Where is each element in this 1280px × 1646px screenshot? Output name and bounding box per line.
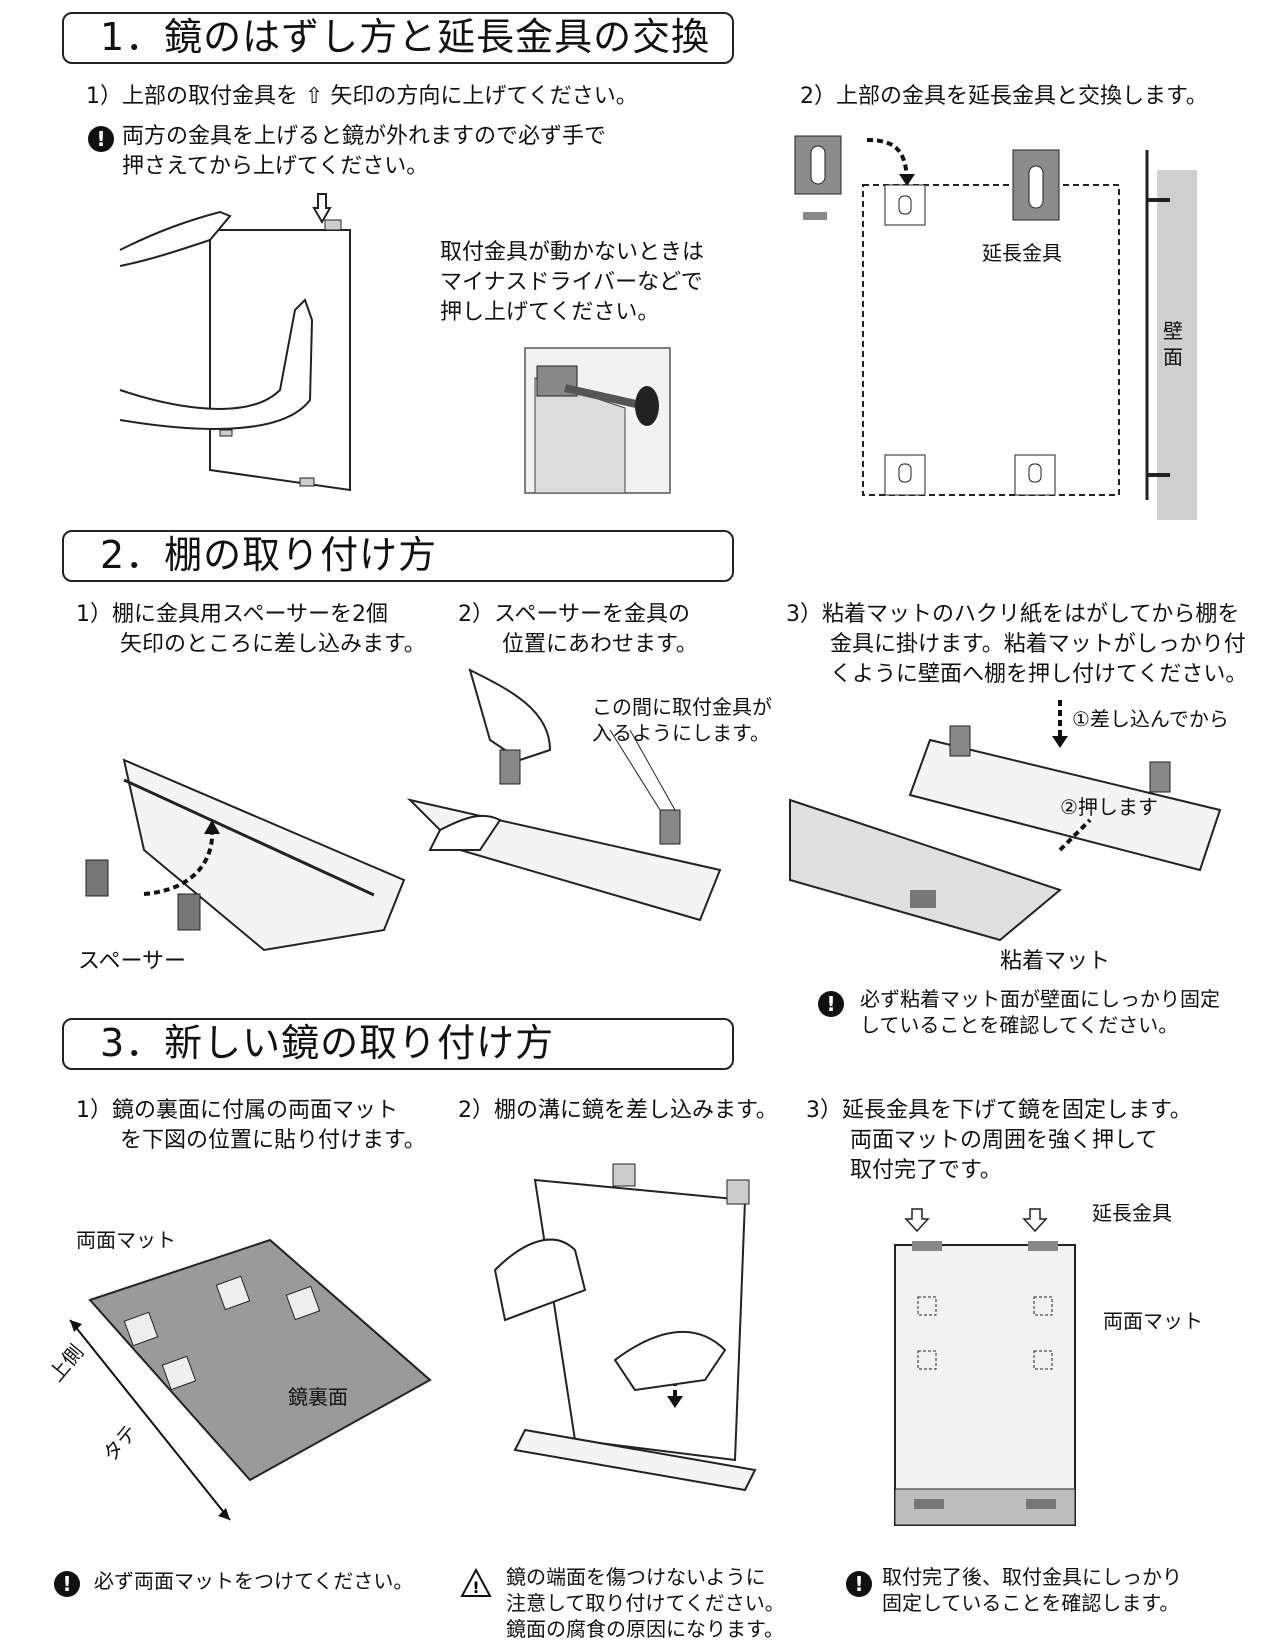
exclamation-circle-icon: !	[846, 1571, 872, 1597]
spacer-label: スペーサー	[78, 949, 187, 974]
adhesive-mat-label: 粘着マット	[1000, 949, 1111, 974]
section1-title: 1．鏡のはずし方と延長金具の交換	[62, 12, 734, 64]
section2-step1: 1）棚に金具用スペーサーを2個 矢印のところに差し込みます。	[76, 602, 426, 657]
push-label: ②押します	[1060, 795, 1158, 819]
caution-triangle-icon: !	[460, 1567, 492, 1597]
section2-warning: 必ず粘着マット面が壁面にしっかり固定 していることを確認してください。	[860, 987, 1220, 1037]
section3-warning1: 必ず両面マットをつけてください。	[94, 1569, 414, 1593]
section1-warning: 両方の金具を上げると鏡が外れますので必ず手で 押さえてから上げてください。	[122, 124, 607, 179]
bracket-exchange-diagram	[794, 135, 1197, 520]
gap-note: この間に取付金具が 入るようにします。	[592, 695, 772, 745]
extension-bracket-label: 延長金具	[982, 241, 1062, 265]
extension-bracket-label-2: 延長金具	[1092, 1201, 1172, 1225]
shelf-hang-illustration	[789, 700, 1222, 942]
remove-mirror-illustration	[119, 193, 351, 492]
section2-title: 2．棚の取り付け方	[62, 530, 734, 582]
exclamation-circle-icon: !	[54, 1571, 80, 1597]
section3-step2: 2）棚の溝に鏡を差し込みます。	[458, 1098, 778, 1123]
wall-label: 壁 面	[1163, 319, 1183, 369]
section3-step3: 3）延長金具を下げて鏡を固定します。 両面マットの周囲を強く押して 取付完了です…	[806, 1098, 1192, 1183]
section3-step1: 1）鏡の裏面に付属の両面マット を下図の位置に貼り付けます。	[76, 1098, 426, 1153]
section3-title: 3．新しい鏡の取り付け方	[62, 1018, 734, 1070]
mirror-back-illustration	[69, 1238, 432, 1521]
exclamation-circle-icon: !	[88, 126, 114, 152]
section1-step2: 2）上部の金具を延長金具と交換します。	[800, 84, 1208, 109]
spacer-insert-illustration	[85, 758, 406, 952]
installed-mirror-diagram	[894, 1208, 1076, 1526]
section1-step1: 1）上部の取付金具を ⇧ 矢印の方向に上げてください。	[86, 84, 638, 109]
section3-warning3: 取付完了後、取付金具にしっかり 固定していることを確認します。	[882, 1565, 1182, 1615]
spacer-align-illustration	[406, 668, 722, 922]
section2-step3: 3）粘着マットのハクリ紙をはがしてから棚を 金具に掛けます。粘着マットがしっかり…	[786, 602, 1248, 687]
double-sided-mat-label: 両面マット	[76, 1228, 176, 1252]
section2-step2: 2）スペーサーを金具の 位置にあわせます。	[458, 602, 698, 657]
section3-warning2: 鏡の端面を傷つけないように 注意して取り付けてください。 鏡面の腐食の原因になり…	[506, 1565, 785, 1641]
insert-mirror-illustration	[493, 1163, 757, 1492]
driver-note: 取付金具が動かないときは マイナスドライバーなどで 押し上げてください。	[440, 240, 705, 325]
exclamation-circle-icon: !	[818, 991, 844, 1017]
insert-first-label: ①差し込んでから	[1072, 707, 1229, 731]
double-sided-mat-label-2: 両面マット	[1103, 1309, 1203, 1333]
mirror-back-label: 鏡裏面	[288, 1385, 348, 1409]
screwdriver-illustration	[524, 347, 671, 494]
svg-text:!: !	[472, 1578, 479, 1597]
